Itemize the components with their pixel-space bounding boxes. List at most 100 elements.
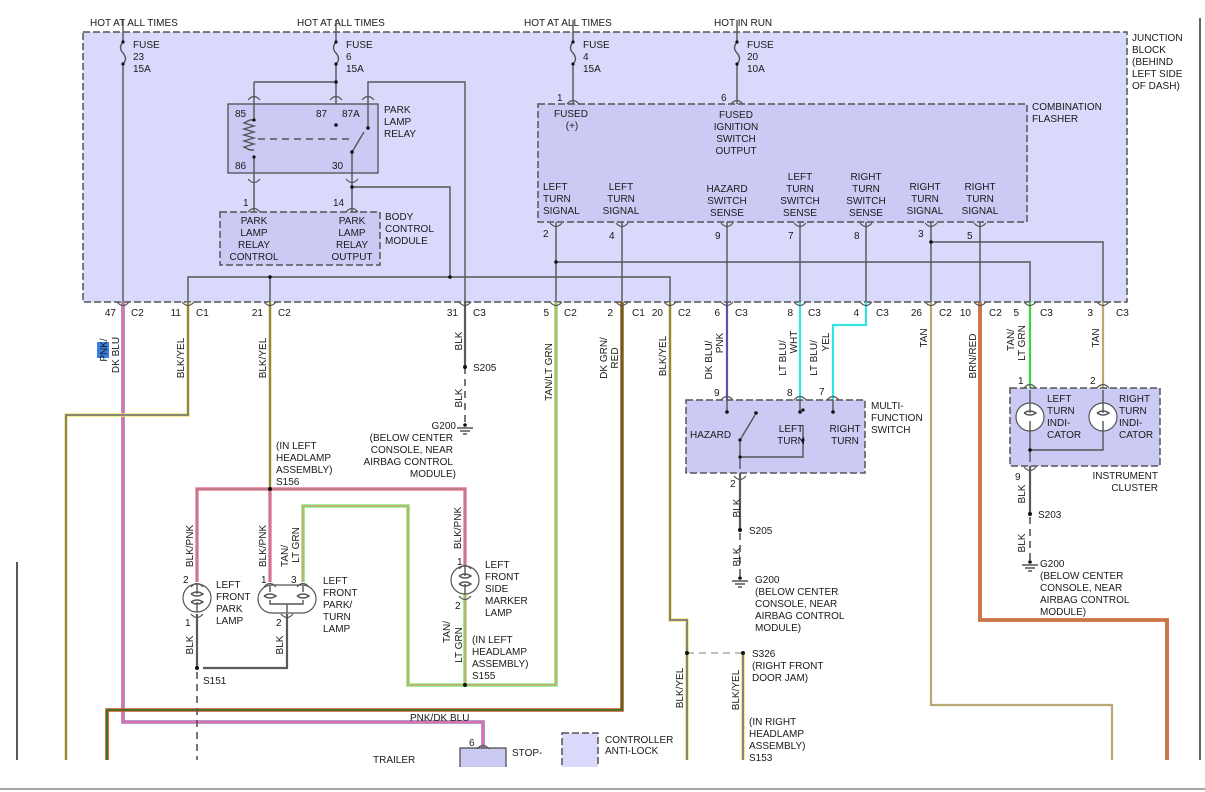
label: C2 xyxy=(131,308,144,319)
label: (BELOW CENTER xyxy=(755,587,838,598)
label: FLASHER xyxy=(1032,114,1078,125)
label: G200 xyxy=(755,575,780,586)
label: HEADLAMP xyxy=(472,647,527,658)
splice-dot xyxy=(685,651,689,655)
label: LEFT xyxy=(609,182,633,193)
power-label: HOT AT ALL TIMES xyxy=(524,18,612,29)
label: 1 xyxy=(243,198,249,209)
label: 21 xyxy=(252,308,264,319)
label: S205 xyxy=(749,526,773,537)
wire xyxy=(979,302,1168,760)
label: RIGHT xyxy=(1119,394,1150,405)
label: TRAILER xyxy=(373,755,415,766)
label: INSTRUMENT xyxy=(1092,471,1158,482)
wire xyxy=(106,302,623,760)
splice-dot xyxy=(1028,560,1032,564)
label: C2 xyxy=(564,308,577,319)
label: TURN xyxy=(1119,406,1147,417)
splice-dot xyxy=(463,423,467,427)
label: 5 xyxy=(543,308,549,319)
label: INDI- xyxy=(1047,418,1070,429)
power-label: HOT AT ALL TIMES xyxy=(297,18,385,29)
label: CONSOLE, NEAR xyxy=(755,599,837,610)
label: MODULE) xyxy=(755,623,801,634)
label: TAN xyxy=(919,328,930,347)
splice-dot xyxy=(195,666,199,670)
label: ASSEMBLY) xyxy=(472,659,529,670)
label: (BELOW CENTER xyxy=(1040,571,1123,582)
label: 20 xyxy=(652,308,664,319)
label: RIGHT xyxy=(829,424,860,435)
label: IGNITION xyxy=(714,122,758,133)
label: (IN LEFT xyxy=(472,635,513,646)
label: 86 xyxy=(235,161,247,172)
label: BLK/YEL xyxy=(731,669,742,710)
label: DK BLU/ xyxy=(704,340,715,379)
label: FUNCTION xyxy=(871,413,923,424)
label: C2 xyxy=(678,308,691,319)
wire xyxy=(457,427,473,435)
label: CLUSTER xyxy=(1111,483,1158,494)
label: TAN/ xyxy=(280,545,291,567)
label: 26 xyxy=(911,308,923,319)
label: LAMP xyxy=(384,117,412,128)
label: BLK/PNK xyxy=(453,507,464,550)
label: LEFT xyxy=(779,424,803,435)
wire xyxy=(196,488,466,582)
label: C2 xyxy=(989,308,1002,319)
label: INDI- xyxy=(1119,418,1142,429)
label: PARK xyxy=(339,216,366,227)
label: BLK xyxy=(454,331,465,350)
label: BLK xyxy=(275,635,286,654)
junction-internal-wiring xyxy=(187,222,1104,302)
label: PARK xyxy=(241,216,268,227)
label: G200 xyxy=(1040,559,1065,570)
label: 1 xyxy=(261,575,267,586)
label: LT GRN xyxy=(291,527,302,563)
label: 20 xyxy=(747,52,759,63)
text-highlight xyxy=(97,342,109,358)
label: 9 xyxy=(1015,472,1021,483)
label: AIRBAG CONTROL xyxy=(755,611,845,622)
label: RELAY xyxy=(238,240,270,251)
label: LT GRN xyxy=(454,627,465,663)
label: 4 xyxy=(609,231,615,242)
label: FRONT xyxy=(485,572,519,583)
label: 5 xyxy=(967,231,973,242)
label: MODULE xyxy=(385,236,428,247)
label: ANTI-LOCK xyxy=(605,746,659,757)
label: TURN xyxy=(852,184,880,195)
label: AIRBAG CONTROL xyxy=(364,457,454,468)
label: 6 xyxy=(346,52,352,63)
label: BLK xyxy=(185,635,196,654)
label: 7 xyxy=(788,231,794,242)
label: 6 xyxy=(714,308,720,319)
label: 4 xyxy=(853,308,859,319)
label: LEFT xyxy=(323,576,347,587)
label: SWITCH xyxy=(846,196,885,207)
label: 14 xyxy=(333,198,345,209)
label: PNK/ xyxy=(99,338,110,362)
label: BLK/PNK xyxy=(185,525,196,568)
label: SWITCH xyxy=(780,196,819,207)
label: SIGNAL xyxy=(907,206,944,217)
label: C3 xyxy=(473,308,486,319)
label: COMBINATION xyxy=(1032,102,1102,113)
label: BLOCK xyxy=(1132,45,1166,56)
label: 8 xyxy=(787,308,793,319)
label: C1 xyxy=(632,308,645,319)
label: 15A xyxy=(133,64,151,75)
power-label: HOT IN RUN xyxy=(714,18,772,29)
